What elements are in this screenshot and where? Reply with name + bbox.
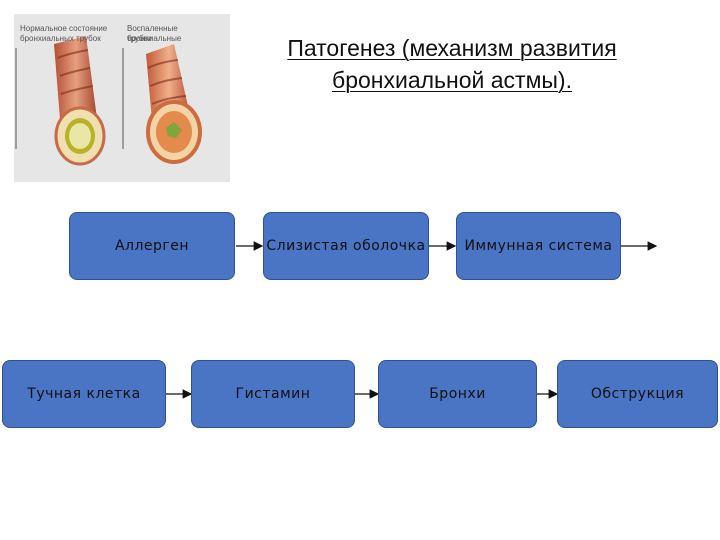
node-immune-system: Иммунная система (456, 212, 621, 280)
inflamed-caption-line2: трубки (127, 34, 152, 43)
node-allergen-label: Аллерген (114, 238, 190, 254)
normal-caption-line2: бронхиальных трубок (20, 34, 101, 43)
node-mucosa: Слизистая оболочка (263, 212, 429, 280)
normal-bronchus-image (54, 36, 106, 166)
inflamed-caption-line1: Воспаленные бронхиальные (127, 24, 182, 43)
title-line-1: Патогенез (механизм развития (287, 35, 617, 61)
title-line-2: бронхиальной астмы). (332, 67, 572, 93)
node-histamine: Гистамин (191, 360, 355, 428)
node-histamine-label: Гистамин (235, 386, 311, 402)
node-obstruction-label: Обструкция (590, 386, 685, 402)
node-immune-system-label: Иммунная система (464, 238, 613, 254)
inflamed-bronchus-image (146, 44, 202, 164)
node-bronchi: Бронхи (378, 360, 537, 428)
node-obstruction: Обструкция (557, 360, 718, 428)
node-allergen: Аллерген (69, 212, 235, 280)
node-mast-cell-label: Тучная клетка (27, 386, 141, 402)
node-bronchi-label: Бронхи (429, 386, 486, 402)
bronchi-drawing (15, 36, 202, 166)
node-mucosa-label: Слизистая оболочка (266, 238, 426, 254)
slide-title: Патогенез (механизм развития бронхиально… (232, 32, 672, 96)
node-mast-cell: Тучная клетка (2, 360, 166, 428)
bronchi-illustration: Нормальное состояние бронхиальных трубок… (14, 14, 230, 182)
normal-caption-line1: Нормальное состояние (20, 24, 108, 33)
